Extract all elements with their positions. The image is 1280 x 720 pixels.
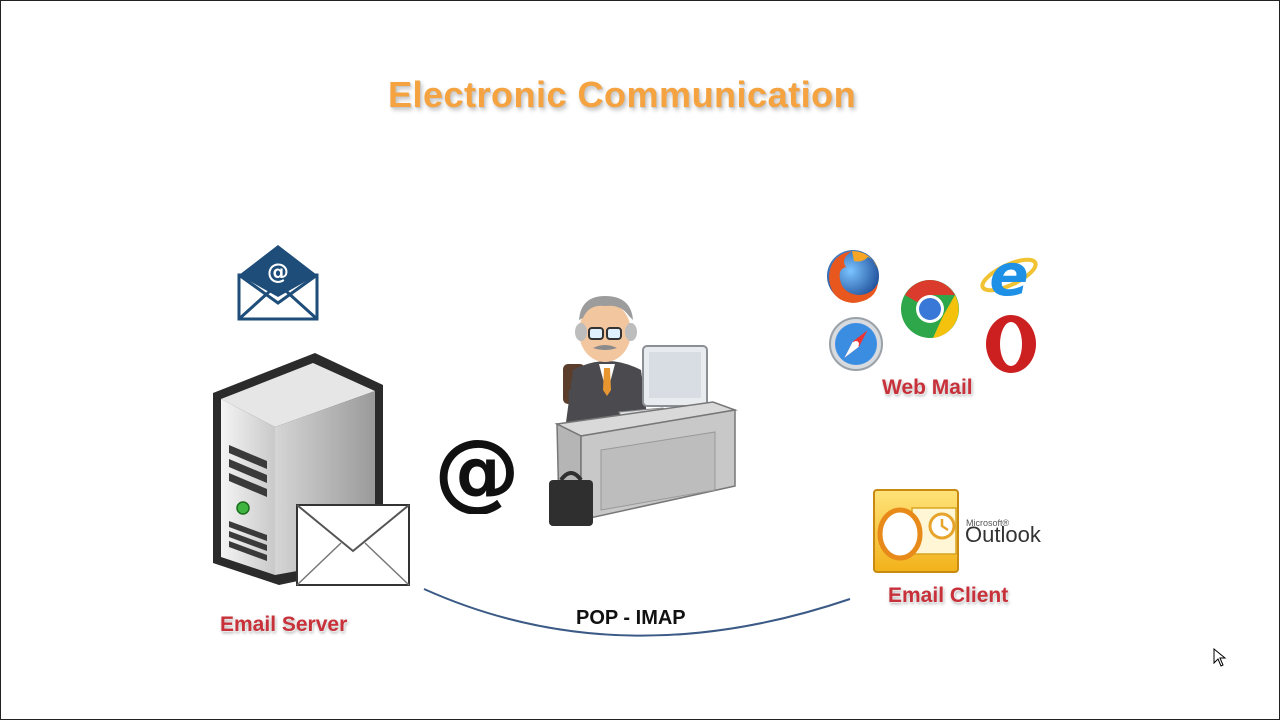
chrome-icon (899, 278, 961, 340)
user-at-desk-icon (545, 290, 740, 530)
protocol-label: POP - IMAP (576, 607, 686, 629)
web-mail-label: Web Mail (882, 376, 973, 399)
svg-text:@: @ (434, 428, 520, 514)
firefox-icon (824, 247, 882, 305)
svg-text:e: e (989, 245, 1028, 307)
email-server-label: Email Server (220, 613, 348, 636)
outlook-brand: Outlook (965, 522, 1041, 547)
at-sign-icon: @ (434, 428, 520, 514)
safari-icon (828, 316, 884, 372)
svg-text:@: @ (267, 260, 289, 285)
opera-icon (982, 313, 1040, 375)
envelope-at-icon: @ (236, 241, 320, 321)
pop-imap-connector (420, 585, 855, 655)
email-client-label: Email Client (888, 584, 1009, 607)
slide-title: Electronic Communication (388, 74, 857, 115)
ie-icon: e (978, 245, 1040, 307)
server-icon (205, 345, 415, 590)
outlook-brand-small: Microsoft® (966, 518, 1010, 528)
cursor-icon (1213, 648, 1227, 668)
outlook-icon (872, 488, 962, 576)
